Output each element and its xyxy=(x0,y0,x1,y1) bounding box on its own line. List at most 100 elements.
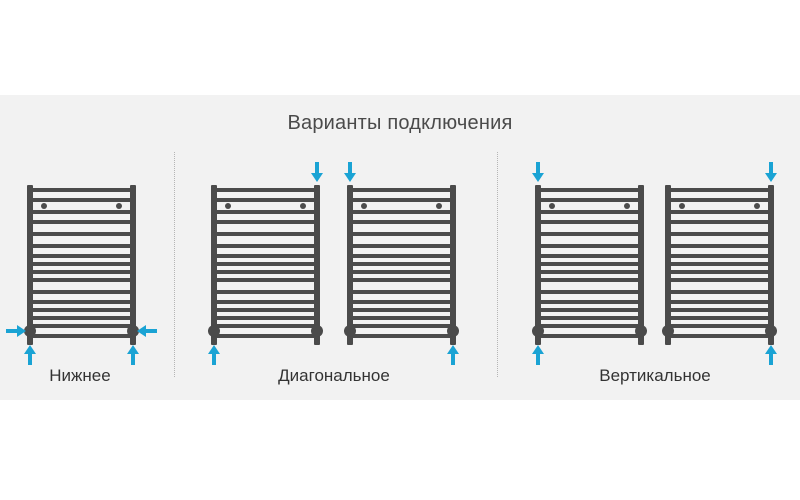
heater-crossbar xyxy=(353,262,450,266)
arrow-up-icon xyxy=(24,345,36,365)
heater-crossbar xyxy=(353,244,450,248)
connection-port xyxy=(24,325,36,337)
label-bottom-connection: Нижнее xyxy=(49,366,111,385)
heater-left-rail xyxy=(347,185,353,345)
heater-crossbar xyxy=(541,324,638,328)
heater-crossbar xyxy=(353,270,450,274)
heater-crossbar xyxy=(541,270,638,274)
heater-crossbar xyxy=(541,210,638,214)
heater-crossbar xyxy=(671,316,768,320)
heater-left-rail xyxy=(535,185,541,345)
heater-crossbar xyxy=(33,334,130,338)
heater-crossbar xyxy=(217,210,314,214)
heater-crossbar xyxy=(353,278,450,282)
heater-crossbar xyxy=(541,334,638,338)
heater-right-rail xyxy=(130,185,136,345)
heater-crossbar xyxy=(353,324,450,328)
heater-crossbar xyxy=(33,198,130,202)
heater-crossbar xyxy=(217,262,314,266)
heater-crossbar xyxy=(33,308,130,312)
heater-right-rail xyxy=(768,185,774,345)
heater-crossbar xyxy=(671,270,768,274)
connection-port xyxy=(127,325,139,337)
arrow-up-icon xyxy=(532,345,544,365)
heater-crossbar xyxy=(671,188,768,192)
arrow-right-icon xyxy=(6,325,26,337)
connection-port xyxy=(532,325,544,337)
mounting-bracket xyxy=(436,203,442,209)
arrow-up-icon xyxy=(447,345,459,365)
heater-left-rail xyxy=(665,185,671,345)
heater-crossbar xyxy=(217,254,314,258)
heater-crossbar xyxy=(541,262,638,266)
heater-crossbar xyxy=(217,198,314,202)
heater-crossbar xyxy=(33,232,130,236)
heater-crossbar xyxy=(353,188,450,192)
heater-crossbar xyxy=(33,254,130,258)
heater-crossbar xyxy=(671,254,768,258)
heater-crossbar xyxy=(217,270,314,274)
heater-crossbar xyxy=(217,324,314,328)
connection-port xyxy=(311,325,323,337)
heater-crossbar xyxy=(33,316,130,320)
arrow-up-icon xyxy=(765,345,777,365)
mounting-bracket xyxy=(116,203,122,209)
heater-crossbar xyxy=(541,220,638,224)
heater-crossbar xyxy=(671,278,768,282)
arrow-left-icon xyxy=(137,325,157,337)
connection-port xyxy=(344,325,356,337)
heater-crossbar xyxy=(671,244,768,248)
connection-port xyxy=(208,325,220,337)
heater-crossbar xyxy=(33,300,130,304)
heater-crossbar xyxy=(33,210,130,214)
heater-crossbar xyxy=(353,210,450,214)
heater-crossbar xyxy=(541,254,638,258)
heater-right-rail xyxy=(314,185,320,345)
heater-crossbar xyxy=(217,220,314,224)
heater-crossbar xyxy=(671,262,768,266)
heater-crossbar xyxy=(541,316,638,320)
heater-crossbar xyxy=(33,220,130,224)
arrow-down-icon xyxy=(344,162,356,182)
heater-crossbar xyxy=(671,198,768,202)
mounting-bracket xyxy=(41,203,47,209)
heater-crossbar xyxy=(671,334,768,338)
heater-crossbar xyxy=(541,300,638,304)
heater-crossbar xyxy=(33,324,130,328)
heater-crossbar xyxy=(217,334,314,338)
arrow-down-icon xyxy=(311,162,323,182)
heater-crossbar xyxy=(353,254,450,258)
heater-crossbar xyxy=(33,188,130,192)
heater-crossbar xyxy=(33,278,130,282)
arrow-up-icon xyxy=(208,345,220,365)
heater-crossbar xyxy=(671,210,768,214)
heater-crossbar xyxy=(217,290,314,294)
mounting-bracket xyxy=(624,203,630,209)
heater-crossbar xyxy=(33,244,130,248)
heater-crossbar xyxy=(541,278,638,282)
heater-crossbar xyxy=(217,316,314,320)
heater-crossbar xyxy=(671,324,768,328)
heater-crossbar xyxy=(541,308,638,312)
diagram-title: Варианты подключения xyxy=(287,112,513,134)
arrow-up-icon xyxy=(127,345,139,365)
heater-crossbar xyxy=(541,188,638,192)
heater-right-rail xyxy=(638,185,644,345)
connection-port xyxy=(765,325,777,337)
heater-crossbar xyxy=(353,232,450,236)
heater-left-rail xyxy=(27,185,33,345)
heater-crossbar xyxy=(217,308,314,312)
heater-crossbar xyxy=(353,334,450,338)
connection-port xyxy=(635,325,647,337)
arrow-down-icon xyxy=(532,162,544,182)
heater-crossbar xyxy=(541,198,638,202)
section-divider xyxy=(174,152,175,377)
mounting-bracket xyxy=(361,203,367,209)
connection-port xyxy=(447,325,459,337)
heater-crossbar xyxy=(671,290,768,294)
heater-crossbar xyxy=(671,220,768,224)
heater-crossbar xyxy=(33,270,130,274)
heater-crossbar xyxy=(217,232,314,236)
mounting-bracket xyxy=(679,203,685,209)
heater-crossbar xyxy=(353,290,450,294)
